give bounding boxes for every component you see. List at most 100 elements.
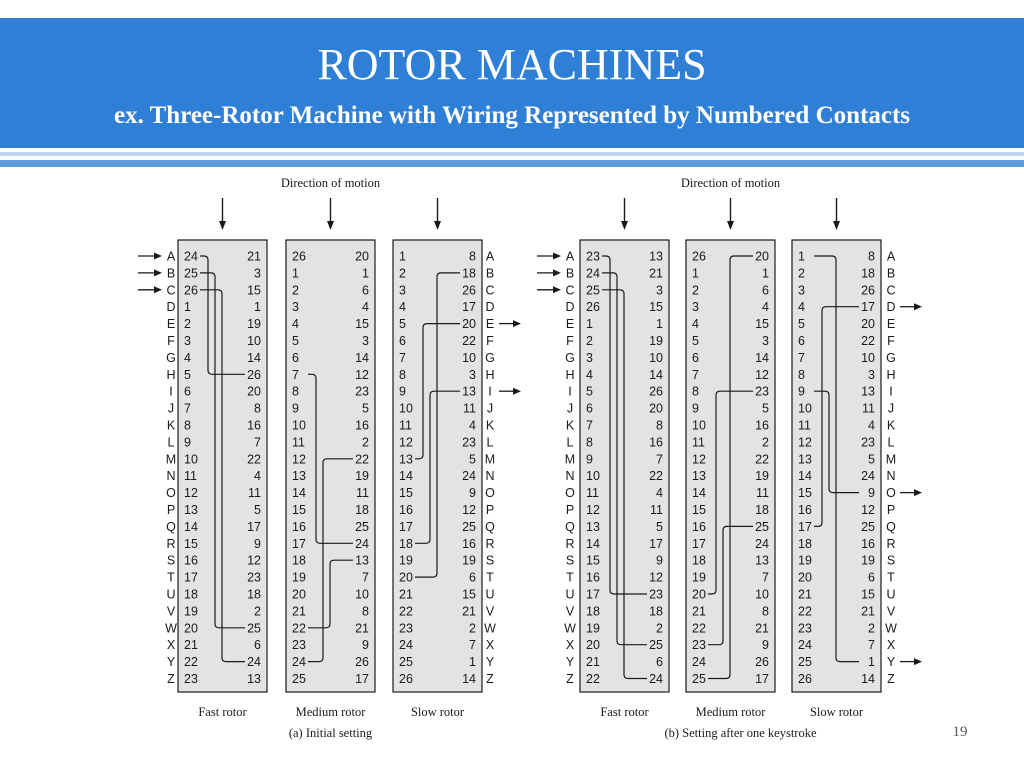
contact-left: 2: [292, 283, 299, 297]
contact-right: 24: [247, 655, 261, 669]
contact-right: 10: [649, 351, 663, 365]
contact-left: 24: [399, 638, 413, 652]
contact-left: 17: [692, 537, 706, 551]
contact-right: 10: [462, 351, 476, 365]
contact-right: 21: [355, 621, 369, 635]
contact-right: 24: [355, 537, 369, 551]
contact-right: 3: [362, 334, 369, 348]
contact-right: 23: [247, 571, 261, 585]
wiring-path: [708, 390, 753, 595]
wiring-path: [814, 255, 859, 663]
contact-right: 18: [355, 503, 369, 517]
letter-left: J: [567, 402, 573, 416]
contact-right: 6: [362, 283, 369, 297]
contact-left: 10: [586, 469, 600, 483]
contact-left: 5: [184, 368, 191, 382]
letter-left: X: [566, 638, 575, 652]
contact-left: 6: [292, 351, 299, 365]
contact-left: 18: [399, 537, 413, 551]
letter-right: P: [486, 503, 494, 517]
contact-left: 13: [399, 452, 413, 466]
letter-right: Z: [486, 672, 494, 686]
contact-right: 14: [861, 672, 875, 686]
letter-right: H: [886, 368, 895, 382]
contact-left: 26: [798, 672, 812, 686]
contact-right: 26: [649, 385, 663, 399]
letter-left: K: [167, 419, 176, 433]
contact-right: 13: [861, 385, 875, 399]
contact-right: 12: [649, 571, 663, 585]
contact-right: 12: [462, 503, 476, 517]
contact-left: 23: [586, 250, 600, 264]
contact-left: 14: [399, 469, 413, 483]
contact-right: 14: [355, 351, 369, 365]
contact-left: 26: [292, 250, 306, 264]
contact-left: 15: [692, 503, 706, 517]
slide-title: ROTOR MACHINES: [317, 40, 707, 89]
contact-right: 23: [462, 435, 476, 449]
contact-left: 3: [586, 351, 593, 365]
contact-left: 15: [292, 503, 306, 517]
contact-right: 11: [862, 402, 875, 416]
wiring-path: [708, 255, 753, 680]
contact-left: 3: [692, 300, 699, 314]
contact-left: 17: [798, 520, 812, 534]
input-arrowhead: [553, 286, 561, 294]
contact-left: 23: [184, 672, 198, 686]
letter-left: F: [167, 334, 175, 348]
contact-right: 6: [762, 283, 769, 297]
contact-right: 25: [755, 520, 769, 534]
contact-right: 8: [868, 250, 875, 264]
letter-right: Y: [887, 655, 896, 669]
contact-left: 15: [399, 486, 413, 500]
letter-left: A: [167, 250, 176, 264]
contact-left: 5: [586, 385, 593, 399]
contact-right: 16: [355, 419, 369, 433]
contact-left: 21: [586, 655, 600, 669]
contact-left: 2: [798, 266, 805, 280]
wiring-path: [200, 289, 245, 663]
contact-left: 16: [692, 520, 706, 534]
contact-left: 14: [292, 486, 306, 500]
contact-right: 4: [254, 469, 261, 483]
contact-left: 1: [798, 250, 805, 264]
contact-right: 17: [755, 672, 769, 686]
contact-right: 4: [469, 419, 476, 433]
contact-left: 20: [692, 588, 706, 602]
contact-right: 24: [649, 672, 663, 686]
contact-left: 8: [184, 419, 191, 433]
wiring-path: [308, 559, 353, 629]
contact-left: 14: [586, 537, 600, 551]
contact-right: 10: [355, 588, 369, 602]
contact-right: 2: [254, 604, 261, 618]
contact-right: 7: [656, 452, 663, 466]
contact-left: 26: [692, 250, 706, 264]
letter-right: G: [886, 351, 896, 365]
contact-left: 13: [184, 503, 198, 517]
letter-right: C: [886, 283, 895, 297]
contact-right: 20: [462, 317, 476, 331]
rotor-slow-rotor: 1234567891011121314151617181920212223242…: [791, 239, 882, 719]
letter-right: S: [887, 554, 895, 568]
contact-right: 25: [649, 638, 663, 652]
contact-left: 22: [692, 621, 706, 635]
contact-left: 3: [798, 283, 805, 297]
wiring-path: [200, 255, 245, 375]
letter-right: R: [485, 537, 494, 551]
rotor-fast-rotor: 2425261234567891011121314151617181920212…: [177, 239, 268, 719]
contact-left: 18: [292, 554, 306, 568]
letter-right: V: [486, 604, 495, 618]
contact-right: 7: [868, 638, 875, 652]
input-arrowhead: [154, 269, 162, 277]
contact-left: 21: [692, 604, 706, 618]
contact-right: 18: [755, 503, 769, 517]
contact-left: 5: [692, 334, 699, 348]
letter-left: M: [565, 452, 575, 466]
contact-right: 18: [247, 588, 261, 602]
contact-right: 8: [254, 402, 261, 416]
contact-left: 8: [399, 368, 406, 382]
contact-left: 8: [798, 368, 805, 382]
wiring-path: [814, 306, 859, 527]
contact-left: 19: [292, 571, 306, 585]
